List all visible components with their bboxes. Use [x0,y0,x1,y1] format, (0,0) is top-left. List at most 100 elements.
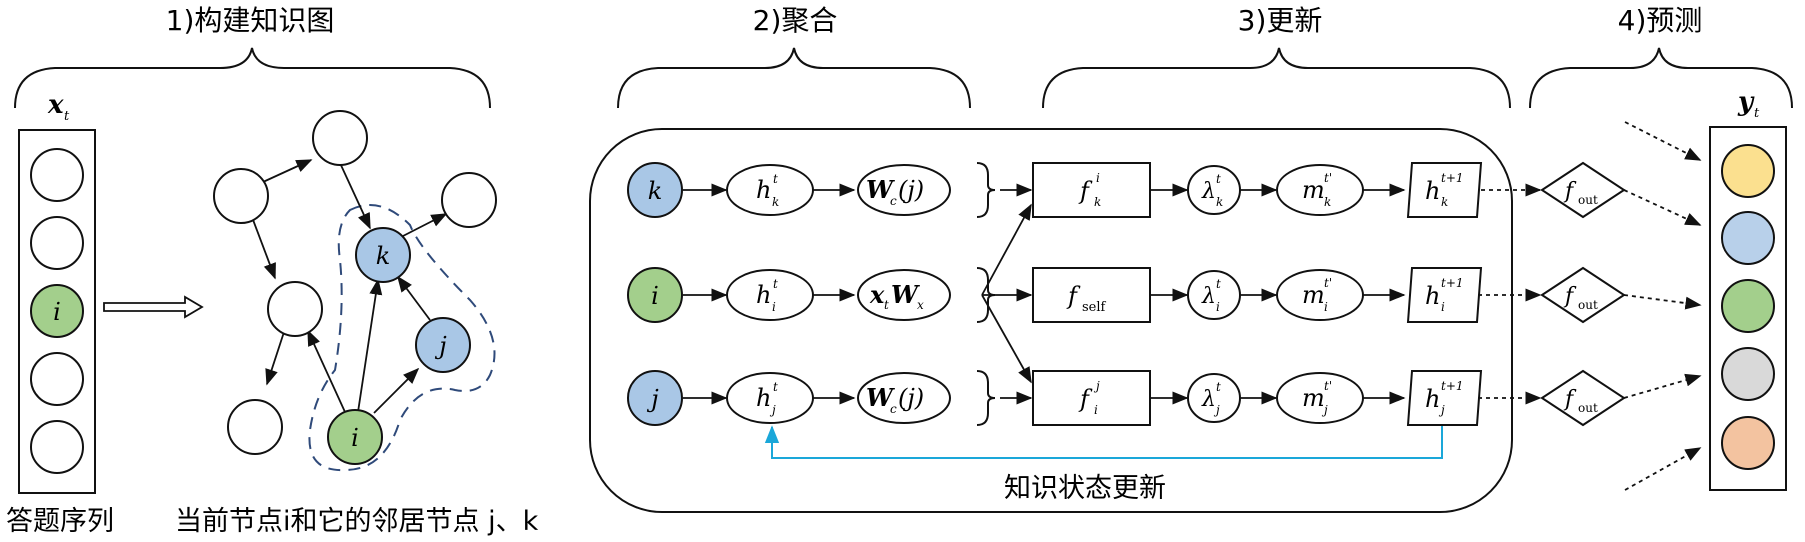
output-node-2 [1721,211,1775,265]
edge-i-fj [981,294,1032,384]
stage-1-title: 1)构建知识图 [166,4,335,37]
memory-i-sup: t' [1324,276,1332,290]
seq-node-5 [30,420,84,474]
new-state-k-sub: k [1441,195,1448,209]
lambda-j-sup: t [1216,380,1221,394]
lambda-i-label: λ [1201,284,1216,309]
weight-xw-i-w: W [891,280,920,309]
neighborhood-dashed-outline [308,204,496,472]
new-state-j [1406,370,1483,426]
weight-xw-i-x: x [869,280,885,309]
update-fn-self-sub: self [1082,300,1107,315]
new-state-j-sub: j [1438,403,1445,417]
output-node-5 [1721,416,1775,470]
graph-node-i-label: i [351,424,359,452]
x-t-label: x [47,90,64,120]
fout-k-sub: out [1578,193,1598,207]
memory-j-sup: t' [1324,379,1332,393]
brace-k [976,162,996,218]
seq-node-i-label: i [53,298,61,326]
hidden-state-j-label: h [756,384,771,412]
lambda-k-sup: t [1216,172,1221,186]
weight-wc-j [857,372,951,424]
update-fn-k-sub: k [1094,195,1101,209]
lambda-j-sub: j [1213,403,1220,417]
stage-4-title: 4)预测 [1618,4,1703,37]
new-state-i-sub: i [1441,300,1445,314]
aggregate-update-container [589,128,1513,513]
seq-node-i [30,284,84,338]
memory-j-label: m [1302,384,1325,412]
stage-2-title: 2)聚合 [753,4,838,37]
stage-1-brace [14,47,491,109]
memory-k-sub: k [1324,195,1331,209]
lambda-i-sup: t [1216,277,1221,291]
agg-node-i-label: i [651,282,659,310]
agg-node-j [627,370,683,426]
fout-diamond-j [1540,369,1626,427]
hollow-arrow-icon [103,295,204,319]
new-state-i-sup: t+1 [1441,276,1464,290]
graph-node-j [415,317,471,373]
new-state-j-sup: t+1 [1441,379,1464,393]
y-t-sub: t [1754,106,1760,121]
graph-node-c [441,172,497,228]
hidden-state-j-sub: j [769,403,776,417]
new-state-k-label: h [1425,177,1440,205]
seq-node-1 [30,148,84,202]
y-t-label: y [1737,87,1755,117]
hidden-state-i-sub: i [772,300,776,314]
hidden-state-i-label: h [756,281,771,309]
lambda-k-label: λ [1201,179,1216,204]
knowledge-update-feedback-arrow [764,425,1443,459]
edge-i-fk [981,203,1032,296]
memory-i-label: m [1302,281,1325,309]
update-fn-self [1032,267,1151,323]
weight-wc-k-label: W [866,175,895,204]
memory-j-sub: j [1321,403,1328,417]
output-node-1 [1721,144,1775,198]
weight-wc-j-arg: (j) [898,384,924,412]
weight-xw-i [857,269,951,321]
new-state-i [1406,267,1483,323]
hidden-state-k-label: h [756,176,771,204]
update-fn-k [1032,162,1151,218]
new-state-k-sup: t+1 [1441,171,1464,185]
graph-node-i [327,409,383,465]
update-fn-j [1032,370,1151,426]
hidden-state-k-sub: k [772,195,779,209]
weight-wc-k-sub: c [890,194,897,208]
weight-wc-k-arg: (j) [898,176,924,204]
memory-k-label: m [1302,176,1325,204]
agg-node-k-label: k [648,177,663,205]
neighbors-caption: 当前节点i和它的邻居节点 j、k [175,506,539,537]
seq-node-2 [30,216,84,270]
fout-diamond-k [1540,161,1626,219]
seq-node-4 [30,352,84,406]
fout-j-sub: out [1578,401,1598,415]
answer-sequence-caption: 答题序列 [6,506,114,537]
stage-4-brace [1529,47,1793,109]
graph-node-k [355,227,411,283]
agg-node-k [627,162,683,218]
lambda-j-label: λ [1201,387,1216,412]
output-node-3 [1721,279,1775,333]
new-state-i-label: h [1425,282,1440,310]
fout-i-sub: out [1578,298,1598,312]
weight-xw-i-xsub: t [884,298,889,312]
lambda-k-sub: k [1216,195,1223,209]
update-fn-j-sub: i [1094,403,1098,417]
weight-xw-i-wsub: x [917,298,924,312]
graph-node-a [213,168,269,224]
graph-node-d [267,281,323,337]
update-fn-k-sup: i [1096,171,1100,185]
x-t-sub: t [64,109,70,124]
fout-diamond-i [1540,266,1626,324]
stage-3-brace [1042,47,1511,109]
new-state-k [1406,162,1483,218]
stage-3-title: 3)更新 [1238,4,1323,37]
knowledge-update-label: 知识状态更新 [1004,473,1166,504]
dotted-edges [1478,121,1702,491]
weight-wc-j-label: W [866,383,895,412]
